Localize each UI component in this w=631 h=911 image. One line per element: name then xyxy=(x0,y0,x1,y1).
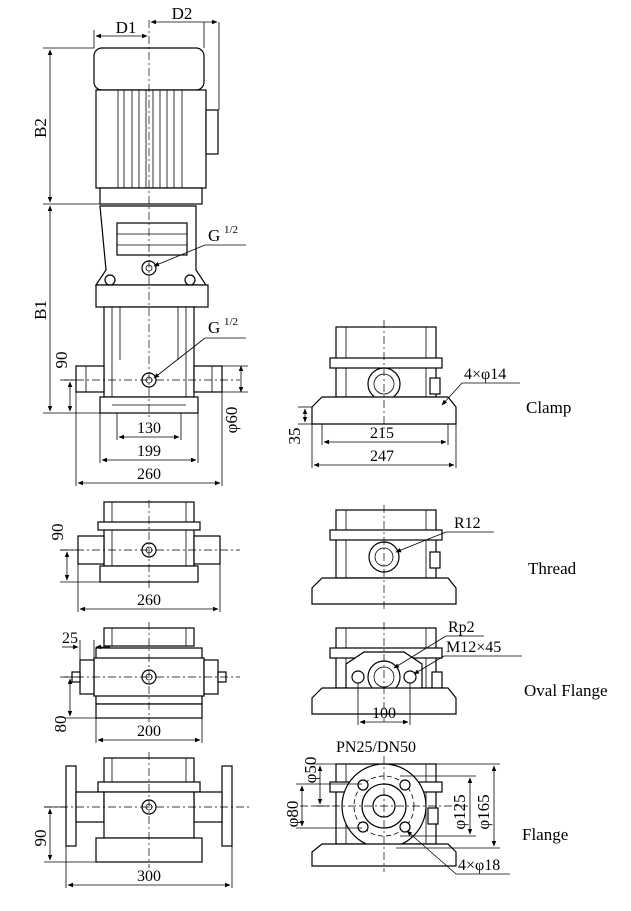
g-lower-fraction: 1/2 xyxy=(224,316,238,328)
flange-front-view: 90 300 xyxy=(31,752,250,888)
flange-d165: φ165 xyxy=(474,794,493,829)
oval-port-size: Rp2 xyxy=(448,619,475,636)
thread-front-view: 90 260 xyxy=(48,500,240,612)
coupling-window xyxy=(116,222,188,256)
dim-d2: D2 xyxy=(172,4,193,23)
flange-d50: φ50 xyxy=(301,757,320,784)
oval-name: Oval Flange xyxy=(524,681,608,700)
thread-port-size: R12 xyxy=(454,515,481,532)
oval-side-base xyxy=(311,687,457,715)
dim-d1: D1 xyxy=(116,18,137,37)
dim-b1: B1 xyxy=(31,300,50,320)
flange-name: Flange xyxy=(522,825,568,844)
thread-side-view: R12 Thread xyxy=(311,505,577,610)
thread-name: Thread xyxy=(528,559,577,578)
clamp-bolts: 4×φ14 xyxy=(464,366,506,383)
terminal-box xyxy=(205,109,219,155)
flange-d125: φ125 xyxy=(450,794,469,829)
flange-body xyxy=(103,791,195,839)
dim-130: 130 xyxy=(137,420,161,437)
pump-head xyxy=(95,284,209,308)
dim-phi60: φ60 xyxy=(222,407,241,434)
port-right xyxy=(193,365,223,393)
dim-199: 199 xyxy=(137,443,161,460)
g-upper-fraction: 1/2 xyxy=(224,224,238,236)
oval-100: 100 xyxy=(372,705,396,722)
oval-bolt: M12×45 xyxy=(446,639,501,656)
oval-200: 200 xyxy=(137,723,161,740)
oval-25: 25 xyxy=(62,630,78,647)
front-view-main: B2 B1 D1 D2 G 1/2 G 1/2 90 φ60 xyxy=(31,4,248,486)
oval-80: 80 xyxy=(51,716,70,733)
flange-90: 90 xyxy=(31,830,50,847)
oval-front-view: 25 80 200 xyxy=(51,622,240,743)
oval-side-view: Rp2 M12×45 100 Oval Flange xyxy=(311,619,608,725)
clamp-247: 247 xyxy=(370,448,394,465)
clamp-35: 35 xyxy=(285,428,304,445)
port-left xyxy=(75,365,105,393)
flange-300: 300 xyxy=(137,868,161,885)
motor-flange xyxy=(99,187,203,205)
flange-bolts: 4×φ18 xyxy=(458,857,500,874)
flange-left xyxy=(65,765,77,847)
clamp-name: Clamp xyxy=(526,398,571,417)
g-upper-label: G xyxy=(208,226,220,245)
flange-right xyxy=(221,765,233,847)
thread-90: 90 xyxy=(48,524,67,541)
dim-90-main: 90 xyxy=(52,352,71,369)
dim-b2: B2 xyxy=(31,118,50,138)
g-lower-label: G xyxy=(208,318,220,337)
motor-fins xyxy=(117,90,183,188)
clamp-side-view: 4×φ14 35 215 247 Clamp xyxy=(285,320,571,468)
clamp-215: 215 xyxy=(370,425,394,442)
dim-260-main: 260 xyxy=(137,466,161,483)
flange-side-view: PN25/DN50 φ50 φ80 φ125 φ165 4×φ18 Flange xyxy=(283,739,568,875)
flange-rating: PN25/DN50 xyxy=(336,739,416,756)
motor-body xyxy=(95,89,207,189)
thread-260: 260 xyxy=(137,592,161,609)
flange-d80: φ80 xyxy=(283,801,302,828)
flange-base xyxy=(95,837,203,863)
